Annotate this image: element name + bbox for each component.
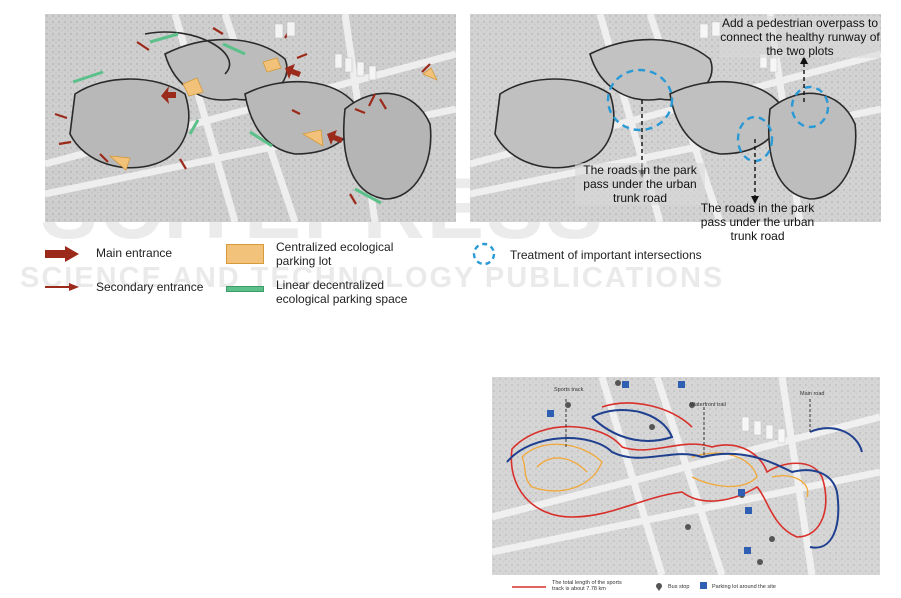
secondary-entrance-label: Secondary entrance: [96, 280, 204, 294]
main-entrance-arrow-icon: [45, 246, 79, 262]
waterfront-trail-label: Waterfront trail: [690, 402, 726, 408]
sports-track-line-icon: [512, 586, 546, 588]
bus-stop-icon: [656, 583, 662, 591]
main-entrance-label: Main entrance: [96, 246, 173, 260]
roads-under-annotation-left: The roads in the park pass under the urb…: [575, 163, 705, 205]
linear-parking-swatch-icon: [226, 286, 264, 292]
watermark-subtitle: SCIENCE AND TECHNOLOGY PUBLICATIONS: [20, 262, 725, 294]
parking-around-label: Parking lot around the site: [712, 584, 776, 590]
entrance-parking-map-graphic: [45, 14, 456, 222]
main-road-label: Main road: [800, 391, 825, 397]
secondary-entrance-arrow-icon: [45, 283, 79, 291]
roads-under-annotation-right: The roads in the park pass under the urb…: [700, 201, 815, 243]
entrance-parking-map: [45, 14, 456, 222]
track-length-label: The total length of the sports track is …: [552, 580, 622, 592]
linear-parking-label: Linear decentralized ecological parking …: [276, 278, 408, 306]
intersection-circle-icon: [472, 242, 496, 266]
parking-lot-swatch-icon: [226, 244, 264, 264]
bus-stop-label: Bus stop: [668, 584, 690, 590]
parking-icon: [700, 582, 707, 589]
sports-track-label: Sports track: [554, 387, 584, 393]
sports-track-map-graphic: [492, 377, 880, 575]
intersection-label: Treatment of important intersections: [510, 248, 702, 262]
centralized-parking-label: Centralized ecological parking lot: [276, 240, 394, 268]
overpass-annotation: Add a pedestrian overpass to connect the…: [720, 16, 880, 58]
intersection-map: Add a pedestrian overpass to connect the…: [470, 14, 881, 222]
sports-track-map: Sports track Waterfront trail Main road: [492, 377, 880, 575]
